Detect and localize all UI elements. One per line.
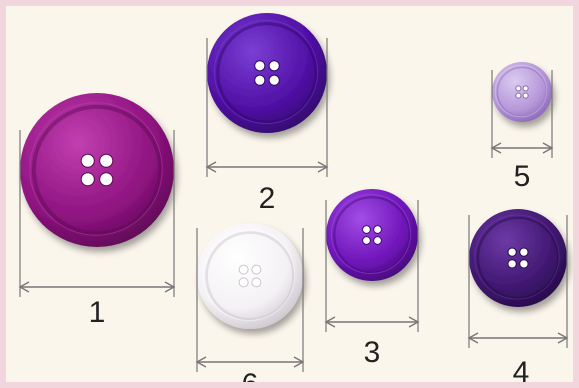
button-6-rim-highlight (202, 228, 296, 322)
buttons-scene: 1 2 3 4 5 6 (18, 13, 569, 382)
button-3-rim-highlight (330, 193, 412, 275)
button-2-hole-1 (254, 60, 266, 72)
button-2-hole-4 (268, 74, 280, 86)
dimension-3-right-arrow (408, 316, 420, 328)
dimension-3-left-arrow (324, 316, 336, 328)
button-4-hole-1 (507, 247, 517, 257)
button-5-rim-highlight (494, 64, 548, 118)
button-3-rim (333, 196, 411, 274)
dimension-6-right-arrow (293, 356, 305, 368)
dimension-4-right-arrow (557, 332, 569, 344)
button-1-rim-highlight (29, 102, 163, 236)
dimension-6 (195, 228, 305, 372)
button-3-hole-2 (373, 225, 382, 234)
dimension-4-left-arrow (467, 332, 479, 344)
dimension-5-left-arrow (490, 142, 502, 154)
dimension-6-left-arrow (195, 356, 207, 368)
button-4-hole-2 (519, 247, 529, 257)
button-1-disc (20, 93, 174, 247)
button-1-hole-2 (99, 153, 114, 168)
button-2-hole-3 (254, 74, 266, 86)
button-2-rim (216, 22, 318, 124)
dimension-1-right-arrow (164, 281, 176, 293)
button-3-hole-4 (373, 236, 382, 245)
button-5-hole-1 (515, 85, 522, 92)
button-1-hole-3 (80, 172, 95, 187)
button-5-hole-4 (522, 92, 529, 99)
button-4-disc (469, 209, 567, 307)
button-5-label: 5 (514, 160, 531, 193)
dimension-5-right-arrow (542, 142, 554, 154)
button-3-disc (326, 189, 418, 281)
button-6-hole-4 (251, 277, 262, 288)
dimension-1 (18, 130, 176, 297)
button-4-hole-4 (519, 259, 529, 269)
button-1 (20, 93, 174, 247)
button-6 (197, 223, 303, 329)
button-3-hole-3 (362, 236, 371, 245)
button-6-hole-3 (238, 277, 249, 288)
button-2-label: 2 (259, 182, 276, 215)
button-2 (207, 13, 327, 133)
button-1-label: 1 (89, 296, 106, 329)
button-4 (469, 209, 567, 307)
button-3-label: 3 (364, 336, 381, 369)
button-6-hole-1 (238, 264, 249, 275)
button-1-rim (31, 104, 163, 236)
button-6-rim (205, 231, 295, 321)
button-4-rim-highlight (474, 214, 560, 300)
button-6-disc (197, 223, 303, 329)
button-6-label: 6 (242, 368, 259, 382)
button-1-hole-4 (99, 172, 114, 187)
button-6-hole-2 (251, 264, 262, 275)
dimension-1-left-arrow (18, 281, 30, 293)
button-4-label: 4 (513, 356, 530, 382)
button-4-hole-3 (507, 259, 517, 269)
dimension-4 (467, 215, 569, 348)
button-5 (492, 62, 552, 122)
button-1-hole-1 (80, 153, 95, 168)
button-5-disc (492, 62, 552, 122)
button-2-rim-highlight (213, 19, 319, 125)
dimension-2 (205, 38, 329, 177)
dimension-2-left-arrow (205, 161, 217, 173)
button-2-hole-2 (268, 60, 280, 72)
dimension-5 (490, 70, 554, 158)
dimension-2-right-arrow (317, 161, 329, 173)
button-5-hole-3 (515, 92, 522, 99)
button-4-rim (476, 216, 560, 300)
button-2-disc (207, 13, 327, 133)
button-5-hole-2 (522, 85, 529, 92)
dimension-3 (324, 200, 420, 332)
button-3 (326, 189, 418, 281)
button-3-hole-1 (362, 225, 371, 234)
